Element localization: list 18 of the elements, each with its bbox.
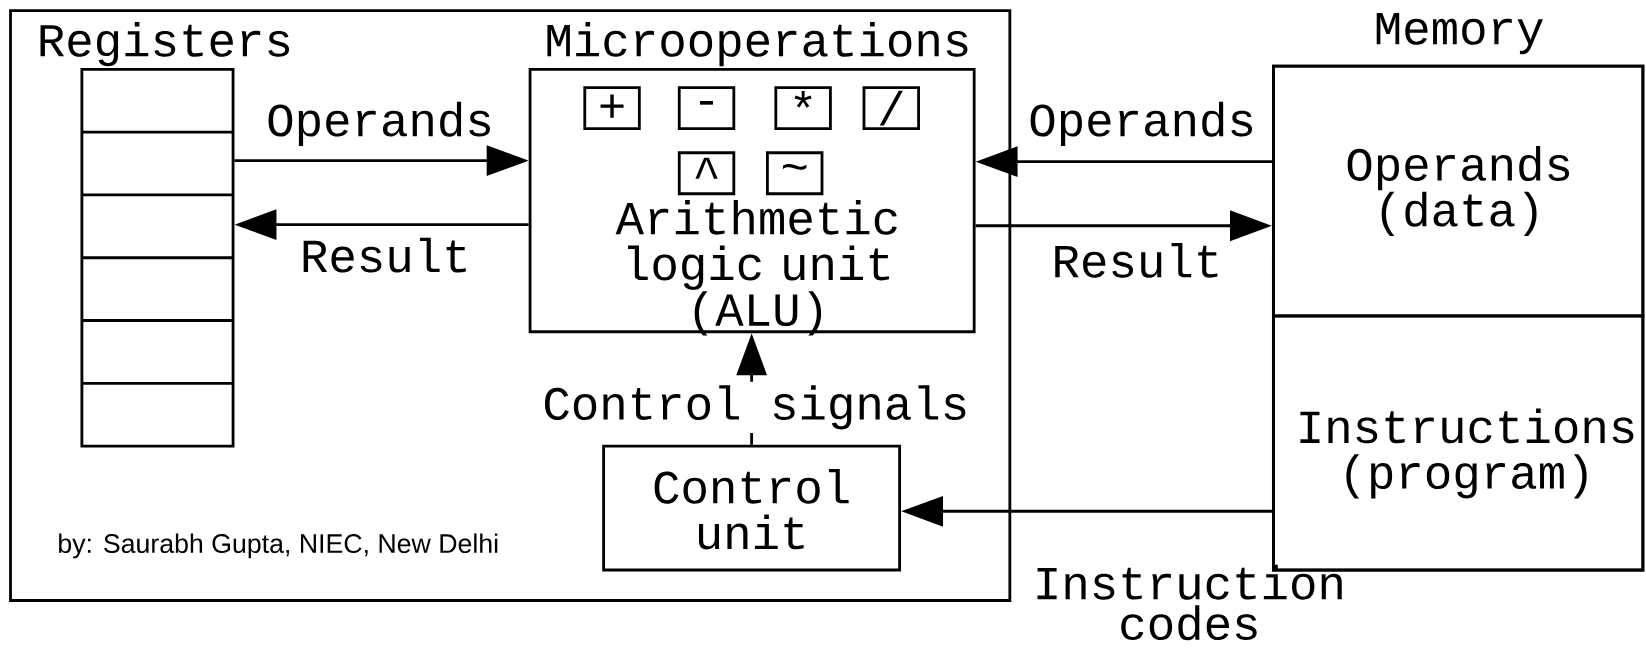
operator-key: ~ [766, 151, 824, 196]
heading: Microoperations [547, 22, 968, 67]
edge-label: Operands [1030, 101, 1253, 147]
edge-label: Operands [268, 101, 490, 147]
memory-section: Operands (data) [1272, 64, 1645, 318]
control-unit-box: Control unit [602, 444, 902, 572]
credit-note: by: Saurabh Gupta, NIEC, New Delhi [59, 533, 498, 559]
heading: Memory [1376, 13, 1543, 55]
operator-key: + [583, 86, 641, 131]
edge-label: Control signals [538, 381, 973, 434]
heading: Registers [40, 22, 290, 67]
operator-key: / [862, 86, 920, 131]
operator-key: - [677, 86, 736, 131]
edge-label: Result [1055, 243, 1218, 278]
operator-key: ^ [677, 151, 736, 196]
edge-label: Result [303, 237, 466, 273]
operator-key: * [774, 86, 832, 131]
processor-box [9, 9, 1012, 603]
